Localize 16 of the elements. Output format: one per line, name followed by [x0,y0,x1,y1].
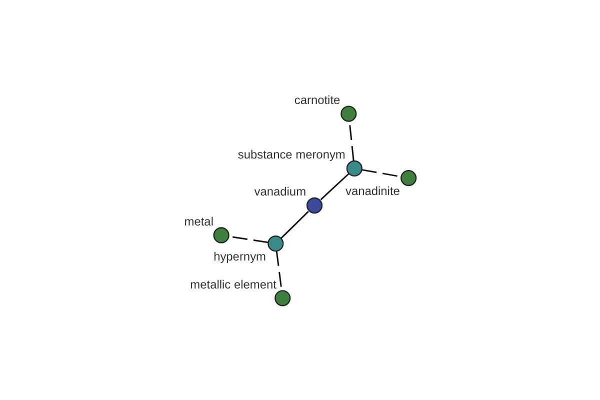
node-circle [346,160,362,177]
node-circle [274,290,291,306]
node-label: metallic element [190,277,276,292]
node-circle [400,170,417,186]
node-label: metal [184,214,214,228]
node-circle [306,197,323,214]
node-label: carnotite [294,92,340,107]
connector [320,173,350,200]
node-label: substance meronym [238,148,346,162]
node-label: hypernym [214,250,266,264]
node-circle [340,106,357,122]
node-label: vanadinite [345,184,400,198]
node-circle [268,236,284,252]
connector [280,210,309,239]
node-label: vanadium [254,184,306,199]
node-circle [213,227,230,244]
